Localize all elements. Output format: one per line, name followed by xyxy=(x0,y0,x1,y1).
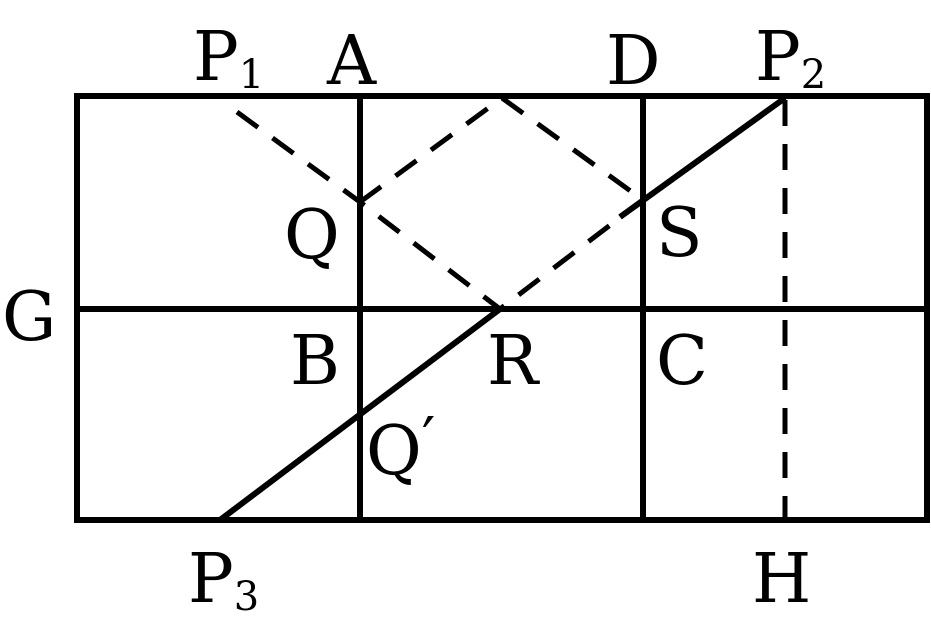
label-P1: P1 xyxy=(193,18,264,98)
label-P2: P2 xyxy=(755,18,826,98)
label-G: G xyxy=(2,278,56,357)
dashed-path-Q-top-S xyxy=(358,94,645,205)
label-Q: Q xyxy=(284,196,340,275)
label-C: C xyxy=(656,322,708,401)
label-A: A xyxy=(326,22,377,101)
label-D: D xyxy=(606,22,661,101)
solid-line-P3-R xyxy=(218,306,502,523)
solid-line-S-P2 xyxy=(618,95,787,220)
label-P3: P3 xyxy=(188,540,259,620)
label-B: B xyxy=(290,322,340,401)
label-H: H xyxy=(752,540,811,619)
label-R: R xyxy=(487,322,540,401)
label-Q-prime: Q′ xyxy=(366,405,435,491)
label-S: S xyxy=(656,194,703,273)
dashed-path-P1-Q-R-S xyxy=(235,109,645,313)
